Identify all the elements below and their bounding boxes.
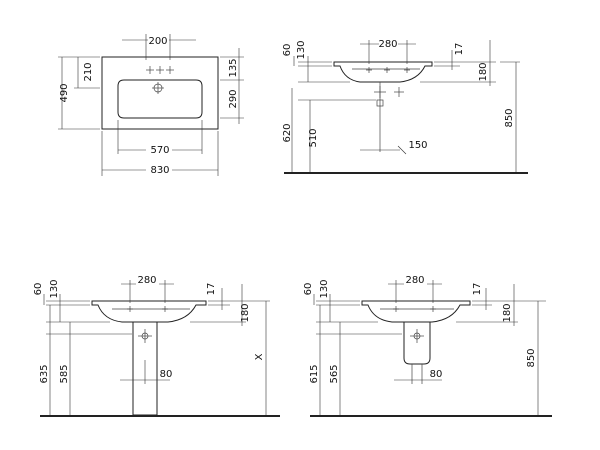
- dim-150: 150: [408, 140, 427, 151]
- dim-130: 130: [49, 279, 60, 298]
- top-view: 200 210 490 135 290 570 830: [58, 33, 244, 176]
- dim-280: 280: [405, 275, 424, 286]
- dim-60: 60: [282, 44, 293, 57]
- dim-180: 180: [502, 303, 513, 322]
- basin-outline: [101, 56, 219, 130]
- tap-hole-marks: [146, 66, 174, 74]
- dim-17: 17: [472, 283, 483, 296]
- dim-17: 17: [454, 43, 465, 56]
- dim-130: 130: [296, 40, 307, 59]
- dim-280: 280: [137, 275, 156, 286]
- dim-top-width: 200: [148, 36, 167, 47]
- pedestal-view: 60 130 280 17 180 635 585 80 X: [33, 273, 280, 417]
- dim-x: X: [254, 353, 265, 360]
- dim-left-depth: 210: [83, 62, 94, 81]
- dim-850: 850: [526, 348, 537, 367]
- dim-635: 635: [39, 364, 50, 383]
- dim-180: 180: [240, 303, 251, 322]
- dim-620: 620: [282, 123, 293, 142]
- dim-60: 60: [33, 283, 44, 296]
- dim-right-top: 135: [228, 58, 239, 77]
- dim-inner-width: 570: [150, 145, 169, 156]
- dim-80: 80: [160, 369, 173, 380]
- semi-pedestal: [403, 321, 431, 365]
- dim-80: 80: [430, 369, 443, 380]
- basin-bowl: [117, 79, 203, 119]
- dim-17: 17: [206, 283, 217, 296]
- semi-pedestal-view: 60 130 280 17 180 615 565 80 850: [303, 273, 552, 417]
- dim-overall-depth: 490: [59, 83, 70, 102]
- dim-565: 565: [329, 364, 340, 383]
- dim-615: 615: [309, 364, 320, 383]
- dim-overall-width: 830: [150, 165, 169, 176]
- dim-180: 180: [478, 62, 489, 81]
- dim-right-depth: 290: [228, 89, 239, 108]
- dim-130: 130: [319, 279, 330, 298]
- dim-510: 510: [308, 128, 319, 147]
- basin-profile: [333, 61, 433, 83]
- dim-585: 585: [59, 364, 70, 383]
- dim-280: 280: [378, 39, 397, 50]
- dim-60: 60: [303, 283, 314, 296]
- wall-hung-view: 60 130 280 17 180 620 510 150 850: [282, 37, 528, 174]
- basin-profile: [361, 300, 471, 323]
- dim-850: 850: [504, 108, 515, 127]
- basin-profile: [91, 300, 207, 323]
